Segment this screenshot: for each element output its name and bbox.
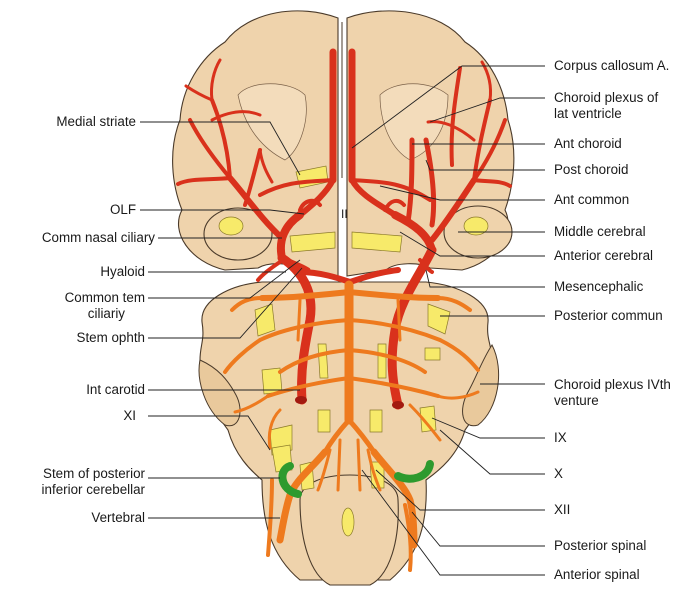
label-common-tem-1: Common tem <box>64 290 145 305</box>
label-nerve-xi: XI <box>123 408 136 423</box>
right-olfactory-nerve <box>463 216 489 236</box>
vertebrobasilar-arteries <box>223 280 480 572</box>
label-anterior-spinal: Anterior spinal <box>554 567 640 582</box>
internal-carotid-arteries <box>176 48 512 410</box>
right-optic-nerve <box>351 231 403 253</box>
medulla-pyramid <box>341 507 355 537</box>
label-stem-pica-2: inferior cerebellar <box>41 482 145 497</box>
label-choroid-plexus-iv-1: Choroid plexus IVth <box>554 377 671 392</box>
label-middle-cerebral: Middle cerebral <box>554 224 646 239</box>
label-ant-common: Ant common <box>554 192 630 207</box>
label-stem-pica-1: Stem of posterior <box>43 466 145 481</box>
right-pica-stem <box>394 460 434 483</box>
label-int-carotid: Int carotid <box>86 382 145 397</box>
leader-lines <box>140 65 545 576</box>
label-corpus-callosum: Corpus callosum A. <box>554 58 670 73</box>
label-post-choroid: Post choroid <box>554 162 629 177</box>
label-choroid-plexus-lat-2: lat ventricle <box>554 106 622 121</box>
label-anterior-cerebral: Anterior cerebral <box>554 248 653 263</box>
label-optic-nerve-ii: II <box>341 207 348 221</box>
label-posterior-commun: Posterior commun <box>554 308 663 323</box>
label-common-tem-2: ciliariy <box>87 306 125 321</box>
left-olfactory-nerve <box>218 216 244 236</box>
label-nerve-ix: IX <box>554 430 567 445</box>
label-ant-choroid: Ant choroid <box>554 136 622 151</box>
label-comm-nasal-ciliary: Comm nasal ciliary <box>41 230 155 245</box>
left-optic-nerve <box>289 231 336 253</box>
label-vertebral: Vertebral <box>91 510 145 525</box>
label-stem-ophth: Stem ophth <box>76 330 145 345</box>
label-medial-striate: Medial striate <box>56 114 136 129</box>
label-olf: OLF <box>109 202 136 217</box>
label-nerve-xii: XII <box>554 502 571 517</box>
label-mesencephalic: Mesencephalic <box>554 279 644 294</box>
label-posterior-spinal: Posterior spinal <box>554 538 647 553</box>
left-pica-stem <box>278 462 302 498</box>
label-hyaloid: Hyaloid <box>100 264 145 279</box>
pica-stems <box>278 460 434 498</box>
left-flocculus <box>198 359 241 427</box>
label-choroid-plexus-iv-2: venture <box>554 393 599 408</box>
label-choroid-plexus-lat-1: Choroid plexus of <box>554 90 659 105</box>
cranial-nerves <box>218 165 489 537</box>
label-nerve-x: X <box>554 466 563 481</box>
